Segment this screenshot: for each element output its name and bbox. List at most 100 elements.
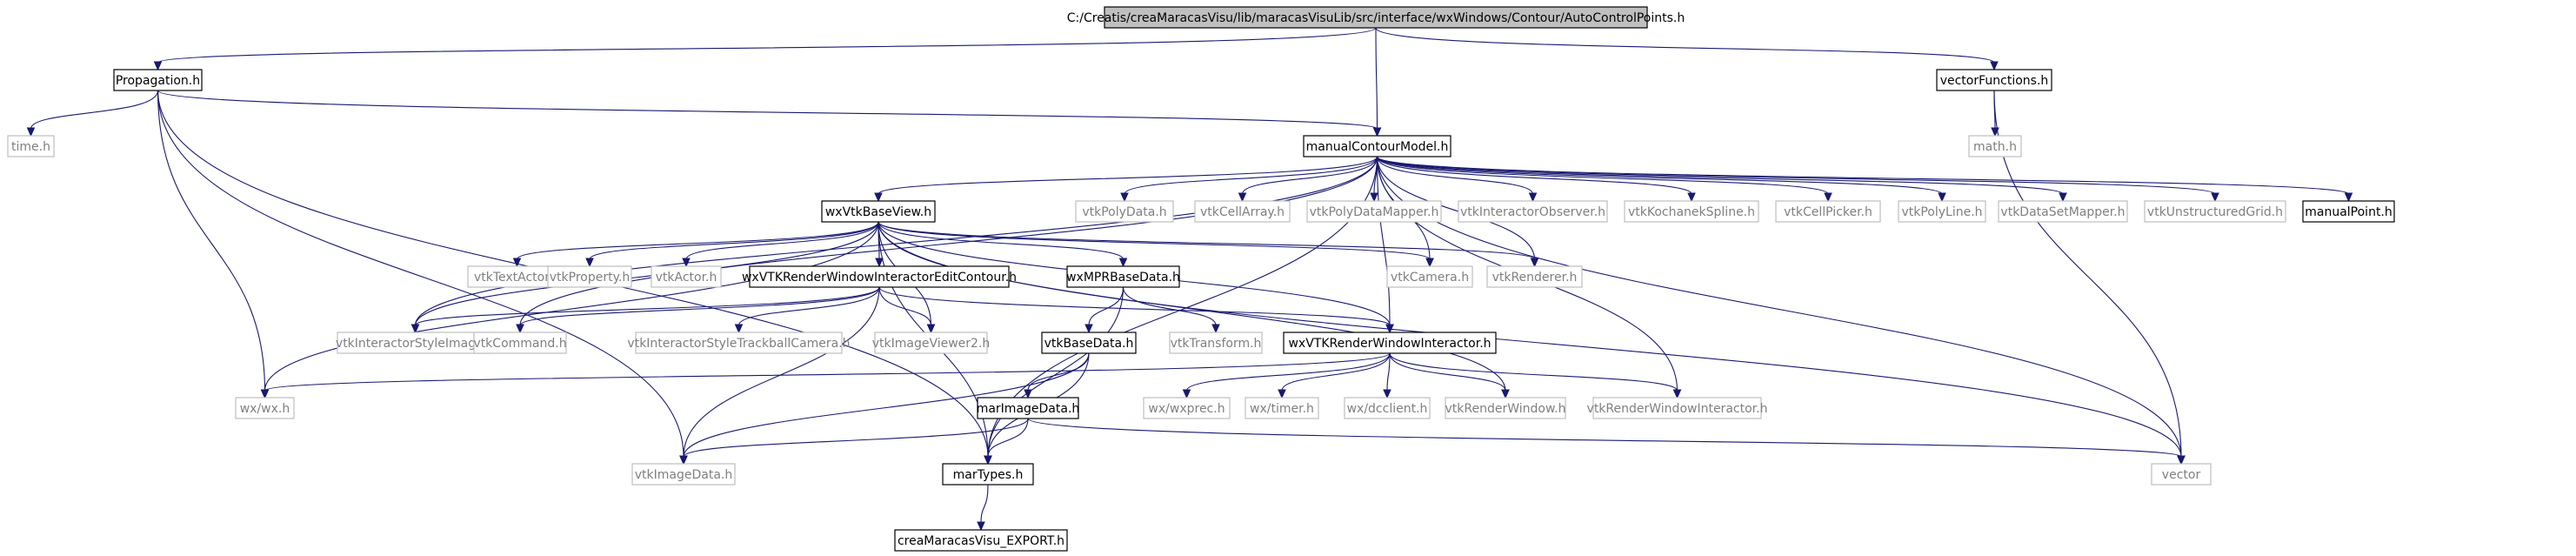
node-label-wxMPRBaseData: wxMPRBaseData.h xyxy=(1066,271,1180,285)
arrowhead-wxVtkBaseView-to-vtkCamera xyxy=(1425,258,1434,268)
arrowhead-marImageData-to-marTypes xyxy=(984,455,992,466)
node-wxVTKRWI[interactable]: wxVTKRenderWindowInteractor.h xyxy=(1283,332,1497,354)
edge-wxMPRBaseData-to-vtkTransform xyxy=(1122,286,1217,326)
node-vtkImageData: vtkImageData.h xyxy=(631,463,736,486)
node-vector: vector xyxy=(2151,463,2212,486)
node-box-vtkCellPicker xyxy=(1775,200,1881,223)
node-vtkTransform: vtkTransform.h xyxy=(1169,332,1263,354)
edge-wxVTKRWI-to-wxwx xyxy=(264,352,1391,392)
edge-wxVtkBaseView-to-vtkInteractorStyleImage xyxy=(414,221,879,326)
node-label-wxtimer: wx/timer.h xyxy=(1250,402,1314,416)
arrowhead-manualContourModel-to-manualPoint xyxy=(2344,192,2353,203)
arrowhead-manualContourModel-to-vtkKochanekSpline xyxy=(1687,192,1696,203)
node-marImageData[interactable]: marImageData.h xyxy=(977,397,1080,419)
node-label-vtkInteractorStyleTrackballCamera: vtkInteractorStyleTrackballCamera.h xyxy=(627,337,850,351)
node-box-wxVTKRWIEditContour xyxy=(749,265,1010,288)
arrowhead-wxVtkBaseView-to-wxMPRBaseData xyxy=(1118,258,1128,268)
node-vtkInteractorStyleTrackballCamera: vtkInteractorStyleTrackballCamera.h xyxy=(627,332,851,354)
node-label-vtkUnstructuredGrid: vtkUnstructuredGrid.h xyxy=(2147,205,2283,219)
node-wxMPRBaseData[interactable]: wxMPRBaseData.h xyxy=(1066,265,1180,288)
arrowhead-manualContourModel-to-vtkPolyLine xyxy=(1938,192,1946,203)
edge-wxVtkBaseView-to-vtkActor xyxy=(685,221,879,260)
edge-wxVtkBaseView-to-vtkCamera xyxy=(878,221,1431,260)
node-root[interactable]: C:/Creatis/creaMaracasVisu/lib/maracasVi… xyxy=(1067,6,1685,29)
node-label-vtkRenderWindow: vtkRenderWindow.h xyxy=(1445,402,1566,416)
node-vectorFunctions[interactable]: vectorFunctions.h xyxy=(1936,69,2052,91)
edge-wxVtkBaseView-to-vtkRenderWindow xyxy=(878,221,1506,392)
node-marTypes[interactable]: marTypes.h xyxy=(942,463,1034,486)
node-label-marTypes: marTypes.h xyxy=(953,468,1024,482)
edge-root-to-propagation xyxy=(157,27,1377,64)
node-manualPoint[interactable]: manualPoint.h xyxy=(2302,200,2395,223)
edge-marTypes-to-creaMaracasVisuExport xyxy=(980,484,989,524)
node-propagation[interactable]: Propagation.h xyxy=(113,69,203,91)
node-box-vtkInteractorStyleImage xyxy=(337,332,494,354)
arrowhead-vtkBaseData-to-marImageData xyxy=(1024,389,1032,399)
node-wxwxprec: wx/wxprec.h xyxy=(1143,397,1231,419)
arrowhead-wxVtkBaseView-to-vtkTextActor xyxy=(512,258,522,268)
node-vtkRenderWindow: vtkRenderWindow.h xyxy=(1445,397,1566,419)
node-label-vtkCellPicker: vtkCellPicker.h xyxy=(1784,205,1872,219)
node-wxwx: wx/wx.h xyxy=(235,397,295,419)
node-vtkCellArray: vtkCellArray.h xyxy=(1194,200,1291,223)
node-label-time: time.h xyxy=(11,140,50,154)
arrowhead-wxVTKRWIEditContour-to-vtkCommand xyxy=(516,324,524,334)
node-vtkPolyLine: vtkPolyLine.h xyxy=(1898,200,1986,223)
arrowhead-manualContourModel-to-vtkPolyDataMapper xyxy=(1370,192,1378,203)
edge-manualContourModel-to-vtkCellPicker xyxy=(1376,156,1829,195)
edge-wxVtkBaseView-to-vtkRenderer xyxy=(878,221,1536,260)
node-label-vtkDataSetMapper: vtkDataSetMapper.h xyxy=(2000,205,2125,219)
arrowhead-wxVTKRWI-to-wxtimer xyxy=(1278,389,1286,399)
edge-vtkBaseData-to-vtkImageData xyxy=(683,352,1090,458)
node-creaMaracasVisuExport[interactable]: creaMaracasVisu_EXPORT.h xyxy=(894,529,1068,552)
node-label-creaMaracasVisuExport: creaMaracasVisu_EXPORT.h xyxy=(898,534,1064,548)
edge-manualContourModel-to-vtkCommand xyxy=(519,156,1378,326)
node-box-vtkProperty xyxy=(547,265,632,288)
edge-wxVTKRWIEditContour-to-vtkInteractorStyleTrackballCamera xyxy=(737,286,880,326)
edge-propagation-to-wxwx xyxy=(157,90,266,392)
node-label-vtkPolyLine: vtkPolyLine.h xyxy=(1901,205,1982,219)
arrowhead-wxVTKRWI-to-wxdcclient xyxy=(1383,389,1391,399)
edge-marImageData-to-marTypes xyxy=(987,418,1029,458)
edge-wxVTKRWI-to-wxtimer xyxy=(1281,352,1391,392)
edge-wxVtkBaseView-to-wxMPRBaseData xyxy=(878,221,1124,260)
node-box-marTypes xyxy=(942,463,1034,486)
node-box-vtkPolyData xyxy=(1075,200,1174,223)
node-label-propagation: Propagation.h xyxy=(116,74,200,88)
arrowhead-manualContourModel-to-vtkDataSetMapper xyxy=(2059,192,2067,203)
node-box-vectorFunctions xyxy=(1936,69,2052,91)
node-vtkRenderer: vtkRenderer.h xyxy=(1486,265,1583,288)
node-box-vtkUnstructuredGrid xyxy=(2144,200,2286,223)
edge-root-to-vectorFunctions xyxy=(1375,27,1995,64)
edge-wxMPRBaseData-to-vtkBaseData xyxy=(1088,286,1124,326)
edges-layer xyxy=(26,27,2353,532)
edge-wxVTKRWIEditContour-to-wxVTKRWI xyxy=(878,286,1391,326)
node-box-wxVTKRWI xyxy=(1283,332,1497,354)
edge-manualContourModel-to-vtkInteractorStyleImage xyxy=(414,156,1378,326)
node-label-manualPoint: manualPoint.h xyxy=(2305,205,2392,219)
node-wxdcclient: wx/dcclient.h xyxy=(1344,397,1431,419)
node-box-vtkCommand xyxy=(473,332,567,354)
arrowhead-wxVTKRWI-to-wxwxprec xyxy=(1182,389,1191,399)
node-wxVTKRWIEditContour[interactable]: wxVTKRenderWindowInteractorEditContour.h xyxy=(742,265,1017,288)
node-box-wxMPRBaseData xyxy=(1066,265,1180,288)
edge-wxVTKRWIEditContour-to-vtkImageViewer2 xyxy=(878,286,932,326)
node-box-manualContourModel xyxy=(1303,135,1452,157)
edge-manualContourModel-to-vtkPolyData xyxy=(1124,156,1378,195)
node-label-root: C:/Creatis/creaMaracasVisu/lib/maracasVi… xyxy=(1067,11,1685,25)
node-wxVtkBaseView[interactable]: wxVtkBaseView.h xyxy=(821,200,936,223)
arrowhead-manualContourModel-to-vtkCellPicker xyxy=(1824,192,1832,203)
node-label-vtkPolyData: vtkPolyData.h xyxy=(1082,205,1166,219)
node-label-vtkTextActor: vtkTextActor.h xyxy=(474,271,560,285)
node-label-vtkCamera: vtkCamera.h xyxy=(1391,271,1469,285)
node-label-vtkRenderer: vtkRenderer.h xyxy=(1492,271,1578,285)
arrowhead-wxVtkBaseView-to-vtkActor xyxy=(682,258,691,268)
node-box-vtkKochanekSpline xyxy=(1624,200,1759,223)
edge-manualContourModel-to-vtkInteractorObserver xyxy=(1376,156,1534,195)
node-box-vtkTransform xyxy=(1169,332,1263,354)
node-vtkBaseData[interactable]: vtkBaseData.h xyxy=(1041,332,1137,354)
node-box-marImageData xyxy=(977,397,1079,419)
node-manualContourModel[interactable]: manualContourModel.h xyxy=(1303,135,1452,157)
node-vtkPolyData: vtkPolyData.h xyxy=(1075,200,1174,223)
